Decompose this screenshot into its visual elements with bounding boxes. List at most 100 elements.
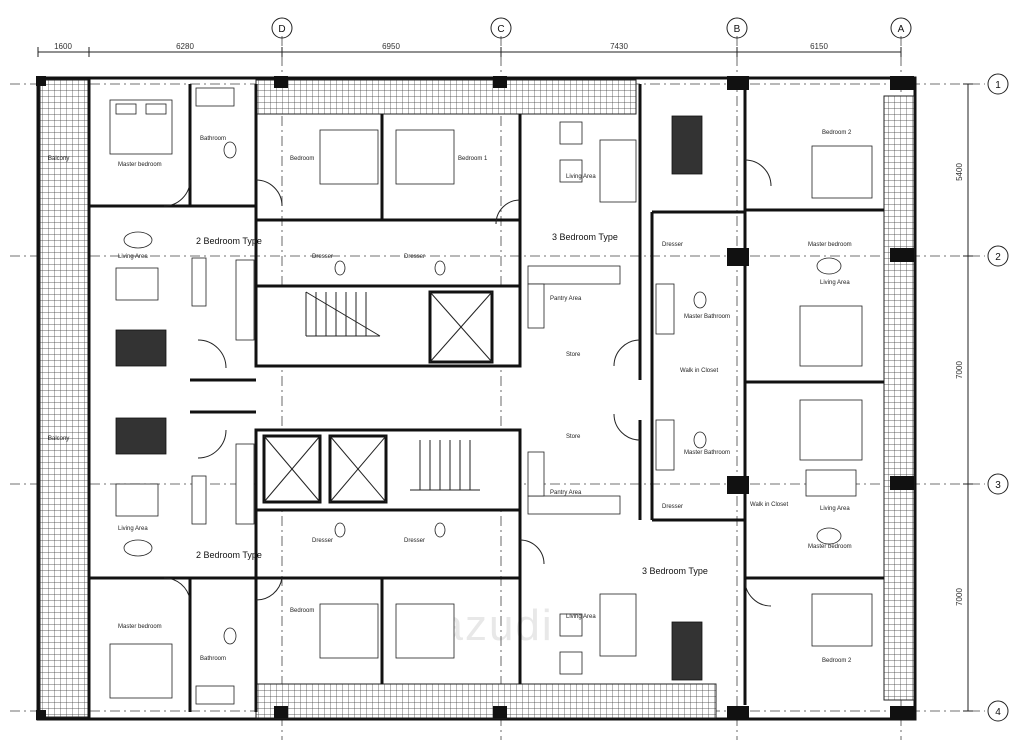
bathroom-fixtures — [195, 87, 707, 705]
label-master-bedroom-2: Master bedroom — [118, 624, 162, 630]
dim-top-1: 6280 — [176, 42, 194, 51]
label-living-area-1: Living Area — [118, 254, 148, 260]
room-labels: Master bedroom Master bedroom Master bed… — [48, 130, 852, 664]
pantry-counters — [235, 259, 621, 525]
unit-type-2bed-bottom: 2 Bedroom Type — [196, 550, 262, 560]
label-living-area-2: Living Area — [118, 526, 148, 532]
sofa-2 — [115, 483, 159, 517]
bed-master-bottom — [109, 643, 173, 699]
dim-right-2: 7000 — [955, 588, 964, 606]
building-core — [254, 284, 522, 512]
balcony-left — [39, 79, 89, 718]
label-master-bathroom-2: Master Bathroom — [684, 450, 730, 456]
dim-top-3: 7430 — [610, 42, 628, 51]
dim-right-1: 7000 — [955, 361, 964, 379]
bed-top-b — [395, 129, 455, 185]
door-swings — [163, 159, 772, 607]
unit-type-2bed-top: 2 Bedroom Type — [196, 236, 262, 246]
dim-top-4: 6150 — [810, 42, 828, 51]
label-walk-in-closet-1: Walk in Closet — [680, 368, 718, 374]
label-dresser-2: Dresser — [404, 254, 425, 260]
glazing-right — [883, 95, 915, 701]
sofa-1 — [115, 267, 159, 301]
label-living-area-4: Living Area — [566, 614, 596, 620]
glazing-top — [255, 79, 637, 115]
unit-type-labels: 2 Bedroom Type 2 Bedroom Type 3 Bedroom … — [196, 232, 708, 576]
label-master-bedroom-4: Master bedroom — [808, 544, 852, 550]
grid-label-3: 3 — [995, 480, 1001, 491]
dining-table-4 — [671, 621, 703, 681]
building-outline — [36, 76, 917, 721]
sofa-4 — [599, 593, 637, 657]
grid-label-a: A — [898, 24, 905, 35]
core-lower — [254, 428, 522, 512]
bed-right-master-bottom — [799, 399, 863, 461]
grid-bubble-4 — [987, 700, 1009, 722]
grid-bubble-d — [271, 17, 293, 39]
label-master-bathroom-1: Master Bathroom — [684, 314, 730, 320]
label-store-1: Store — [566, 352, 581, 358]
bed-right-top — [811, 145, 873, 199]
bed-bottom-b — [395, 603, 455, 659]
dim-top-2: 6950 — [382, 42, 400, 51]
bed-top-a — [319, 129, 379, 185]
label-master-bedroom-3: Master bedroom — [808, 242, 852, 248]
bed-right-bottom — [811, 593, 873, 647]
label-dresser-5: Dresser — [662, 242, 683, 248]
label-balcony-2: Balcony — [48, 436, 69, 442]
label-store-2: Store — [566, 434, 581, 440]
column-grid-labels: D C B A — [271, 17, 912, 39]
sofa-5 — [805, 469, 857, 497]
label-bathroom-2: Bathroom — [200, 656, 226, 662]
core-upper — [254, 284, 522, 368]
label-bathroom-1: Bathroom — [200, 136, 226, 142]
grid-label-b: B — [734, 24, 741, 35]
interior-walls — [89, 84, 884, 712]
grid-bubble-a — [890, 17, 912, 39]
grid-bubble-1 — [987, 73, 1009, 95]
label-dresser-6: Dresser — [662, 504, 683, 510]
label-dresser-4: Dresser — [404, 538, 425, 544]
grid-label-d: D — [278, 24, 285, 35]
label-balcony-1: Balcony — [48, 156, 69, 162]
dim-right-0: 5400 — [955, 163, 964, 181]
beds — [109, 99, 873, 699]
grid-bubble-c — [490, 17, 512, 39]
right-dimensions: 5400 7000 7000 — [955, 83, 973, 712]
label-pantry-area-1: Pantry Area — [550, 296, 582, 302]
label-bedroom-two-top: Bedroom 2 — [822, 130, 852, 136]
label-bedroom-2: Bedroom — [290, 608, 314, 614]
label-living-area-5: Living Area — [820, 280, 850, 286]
grid-bubble-b — [726, 17, 748, 39]
label-living-area-3: Living Area — [566, 174, 596, 180]
top-dimensions: 1600 6280 6950 7430 6150 — [37, 42, 902, 57]
unit-type-3bed-bottom: 3 Bedroom Type — [642, 566, 708, 576]
label-master-bedroom-1: Master bedroom — [118, 162, 162, 168]
grid-bubble-2 — [987, 245, 1009, 267]
label-dresser-3: Dresser — [312, 538, 333, 544]
dining-tables — [115, 115, 703, 681]
grid-label-c: C — [497, 24, 504, 35]
bed-bottom-a — [319, 603, 379, 659]
dining-table-3 — [671, 115, 703, 175]
row-grid-labels: 1 2 3 4 — [987, 73, 1009, 722]
dim-top-0: 1600 — [54, 42, 72, 51]
living-furniture — [115, 121, 857, 675]
grid-bubble-3 — [987, 473, 1009, 495]
sofa-3 — [599, 139, 637, 203]
label-pantry-area-2: Pantry Area — [550, 490, 582, 496]
grid-label-2: 2 — [995, 252, 1001, 263]
label-living-area-6: Living Area — [820, 506, 850, 512]
dining-table-1 — [115, 329, 167, 367]
grid-label-1: 1 — [995, 80, 1001, 91]
label-dresser-1: Dresser — [312, 254, 333, 260]
label-bedroom-two-bottom: Bedroom 2 — [822, 658, 852, 664]
label-bedroom-1: Bedroom — [290, 156, 314, 162]
label-walk-in-closet-2: Walk in Closet — [750, 502, 788, 508]
dining-table-2 — [115, 417, 167, 455]
label-bedroom-one: Bedroom 1 — [458, 156, 488, 162]
glazing-bottom — [255, 683, 717, 719]
grid-label-4: 4 — [995, 707, 1001, 718]
bed-right-master-top — [799, 305, 863, 367]
